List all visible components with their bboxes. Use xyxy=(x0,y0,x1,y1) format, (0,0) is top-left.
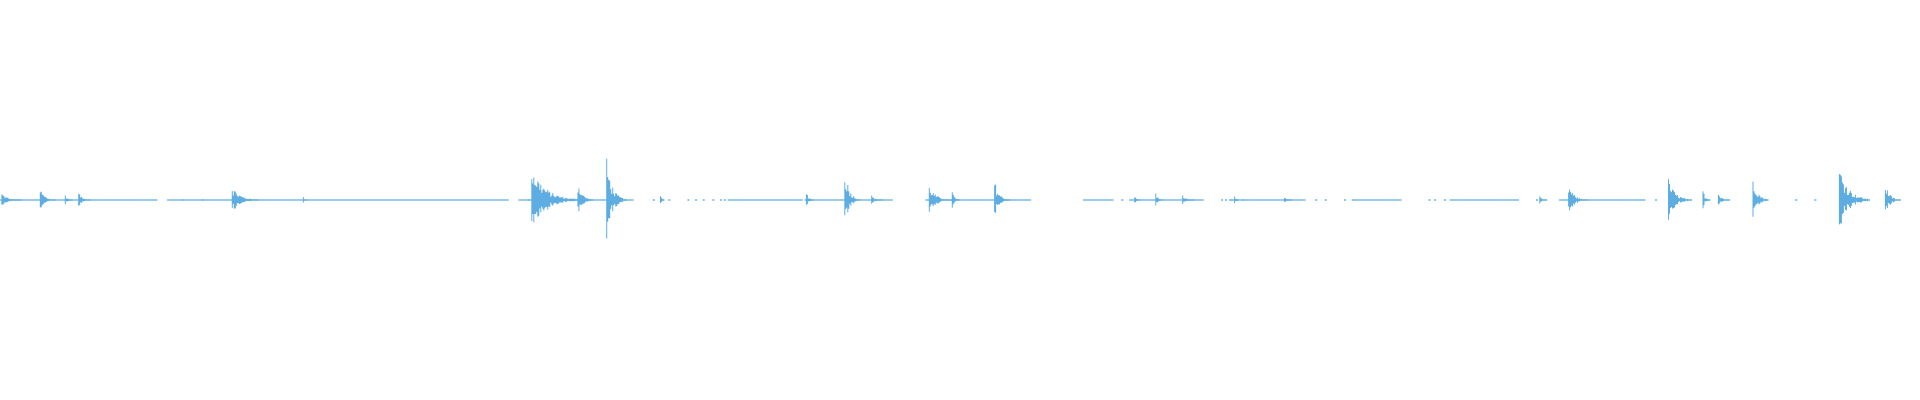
waveform-dot xyxy=(652,199,655,201)
waveform-burst-shape xyxy=(1668,179,1692,220)
waveform-dot xyxy=(712,199,715,201)
waveform-burst xyxy=(1134,197,1141,203)
waveform-burst xyxy=(660,196,664,204)
waveform-burst xyxy=(1668,179,1692,220)
waveform-burst-shape xyxy=(1234,196,1239,204)
waveform-dot xyxy=(1443,199,1446,201)
waveform-dot xyxy=(1121,199,1124,201)
waveform-burst-shape xyxy=(1539,196,1548,204)
waveform-burst-shape xyxy=(231,191,259,209)
waveform-burst xyxy=(951,192,960,208)
waveform-dot xyxy=(1230,199,1233,201)
waveform-burst-shape xyxy=(606,158,627,239)
waveform-burst-shape xyxy=(1182,195,1195,205)
waveform-burst-shape xyxy=(805,194,814,205)
waveform-burst xyxy=(805,194,814,205)
waveform-dot xyxy=(668,199,671,201)
waveform-burst xyxy=(871,195,884,204)
waveform-dot xyxy=(201,199,204,201)
waveform-dot xyxy=(1315,199,1318,201)
waveform-burst-shape xyxy=(1568,189,1589,211)
waveform-dot xyxy=(1324,199,1327,201)
waveform-burst-shape xyxy=(844,182,861,216)
waveform-burst xyxy=(844,182,861,216)
waveform-burst xyxy=(1155,193,1164,206)
waveform-dot xyxy=(1516,199,1519,201)
waveform-burst-shape xyxy=(994,184,1011,213)
waveform-burst-shape xyxy=(1838,174,1870,225)
waveform-burst xyxy=(1702,191,1711,209)
waveform-dot xyxy=(1351,199,1354,201)
waveform-burst-shape xyxy=(871,195,884,204)
waveform-burst-shape xyxy=(1284,198,1292,202)
waveform-burst-shape xyxy=(531,177,579,223)
waveform-burst xyxy=(928,187,953,212)
waveform-dot xyxy=(528,199,530,201)
waveform-burst-shape xyxy=(1752,181,1769,217)
waveform-burst xyxy=(302,197,307,203)
waveform-burst-shape xyxy=(39,191,56,208)
waveform-dot xyxy=(702,199,705,201)
waveform-dot xyxy=(1795,199,1798,201)
waveform-dot xyxy=(1221,199,1224,201)
waveform-burst-shape xyxy=(660,196,664,204)
waveform-burst xyxy=(64,195,73,205)
waveform-burst-shape xyxy=(1717,194,1730,205)
waveform-dot xyxy=(1655,199,1657,201)
waveform-burst xyxy=(1539,196,1548,204)
waveform-dot xyxy=(1225,199,1227,201)
waveform-burst-shape xyxy=(78,193,91,206)
waveform-burst xyxy=(1,194,22,205)
waveform-dot xyxy=(1428,199,1431,201)
waveform-burst-shape xyxy=(302,197,307,203)
waveform-burst xyxy=(1568,189,1589,211)
waveform-burst xyxy=(1284,198,1292,202)
waveform-dot xyxy=(1344,199,1346,201)
waveform-burst-shape xyxy=(1134,197,1141,203)
waveform-burst xyxy=(1182,195,1195,205)
waveform-dot xyxy=(723,199,726,201)
waveform-burst xyxy=(1717,194,1730,205)
waveform-dot xyxy=(1536,199,1538,201)
waveform-burst xyxy=(1752,181,1769,217)
waveform-burst xyxy=(1838,174,1870,225)
waveform-burst-shape xyxy=(928,187,953,212)
waveform-dot xyxy=(695,199,697,201)
waveform-burst-shape xyxy=(1884,190,1901,210)
waveform-burst-shape xyxy=(64,195,73,205)
waveform-burst xyxy=(606,158,627,239)
waveform-burst xyxy=(231,191,259,209)
waveform-burst xyxy=(39,191,56,208)
waveform-dot xyxy=(182,199,185,201)
waveform-burst xyxy=(577,188,594,212)
waveform-dot xyxy=(720,199,722,201)
waveform-burst-shape xyxy=(577,188,594,212)
waveform-burst xyxy=(78,193,91,206)
waveform-dot xyxy=(1242,199,1245,201)
waveform-dot xyxy=(1814,199,1817,201)
waveform-dot xyxy=(687,199,690,201)
waveform-burst-shape xyxy=(1155,193,1164,206)
waveform-burst-shape xyxy=(1,194,22,205)
waveform-burst xyxy=(1234,196,1239,204)
waveform-dot xyxy=(1434,199,1437,201)
waveform-burst xyxy=(994,184,1011,213)
waveform-bursts-group xyxy=(1,158,1901,239)
waveform-burst xyxy=(1884,190,1901,210)
waveform-burst-shape xyxy=(951,192,960,208)
waveform-burst xyxy=(531,177,579,223)
waveform-burst-shape xyxy=(1702,191,1711,209)
